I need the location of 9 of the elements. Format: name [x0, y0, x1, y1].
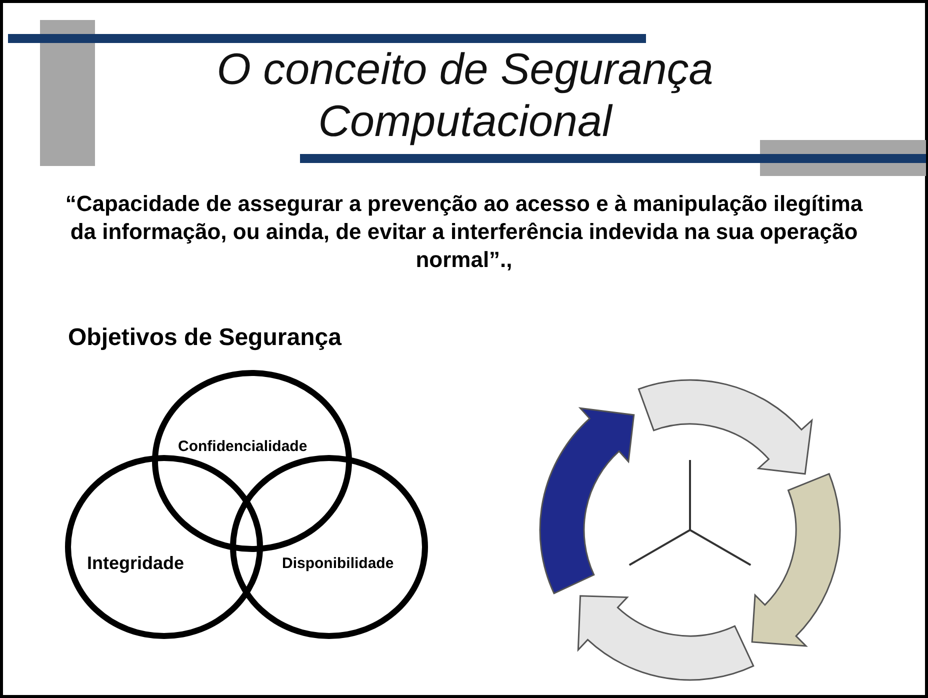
quote-text: “Capacidade de assegurar a prevenção ao acesso e à manipulação ilegítima da informação, ou ainda, de evitar a interferência indevida na sua operação normal”., [64, 190, 864, 274]
venn-circle [65, 455, 263, 639]
circle-label: Integridade [87, 553, 184, 574]
circle-label: Confidencialidade [178, 438, 308, 455]
section-heading: Objetivos de Segurança [68, 324, 342, 352]
circle-label: Disponibilidade [282, 555, 394, 572]
slide-title: O conceito de Segurança Computacional [216, 44, 714, 148]
venn-circle [230, 455, 428, 639]
venn-circle [152, 370, 352, 552]
